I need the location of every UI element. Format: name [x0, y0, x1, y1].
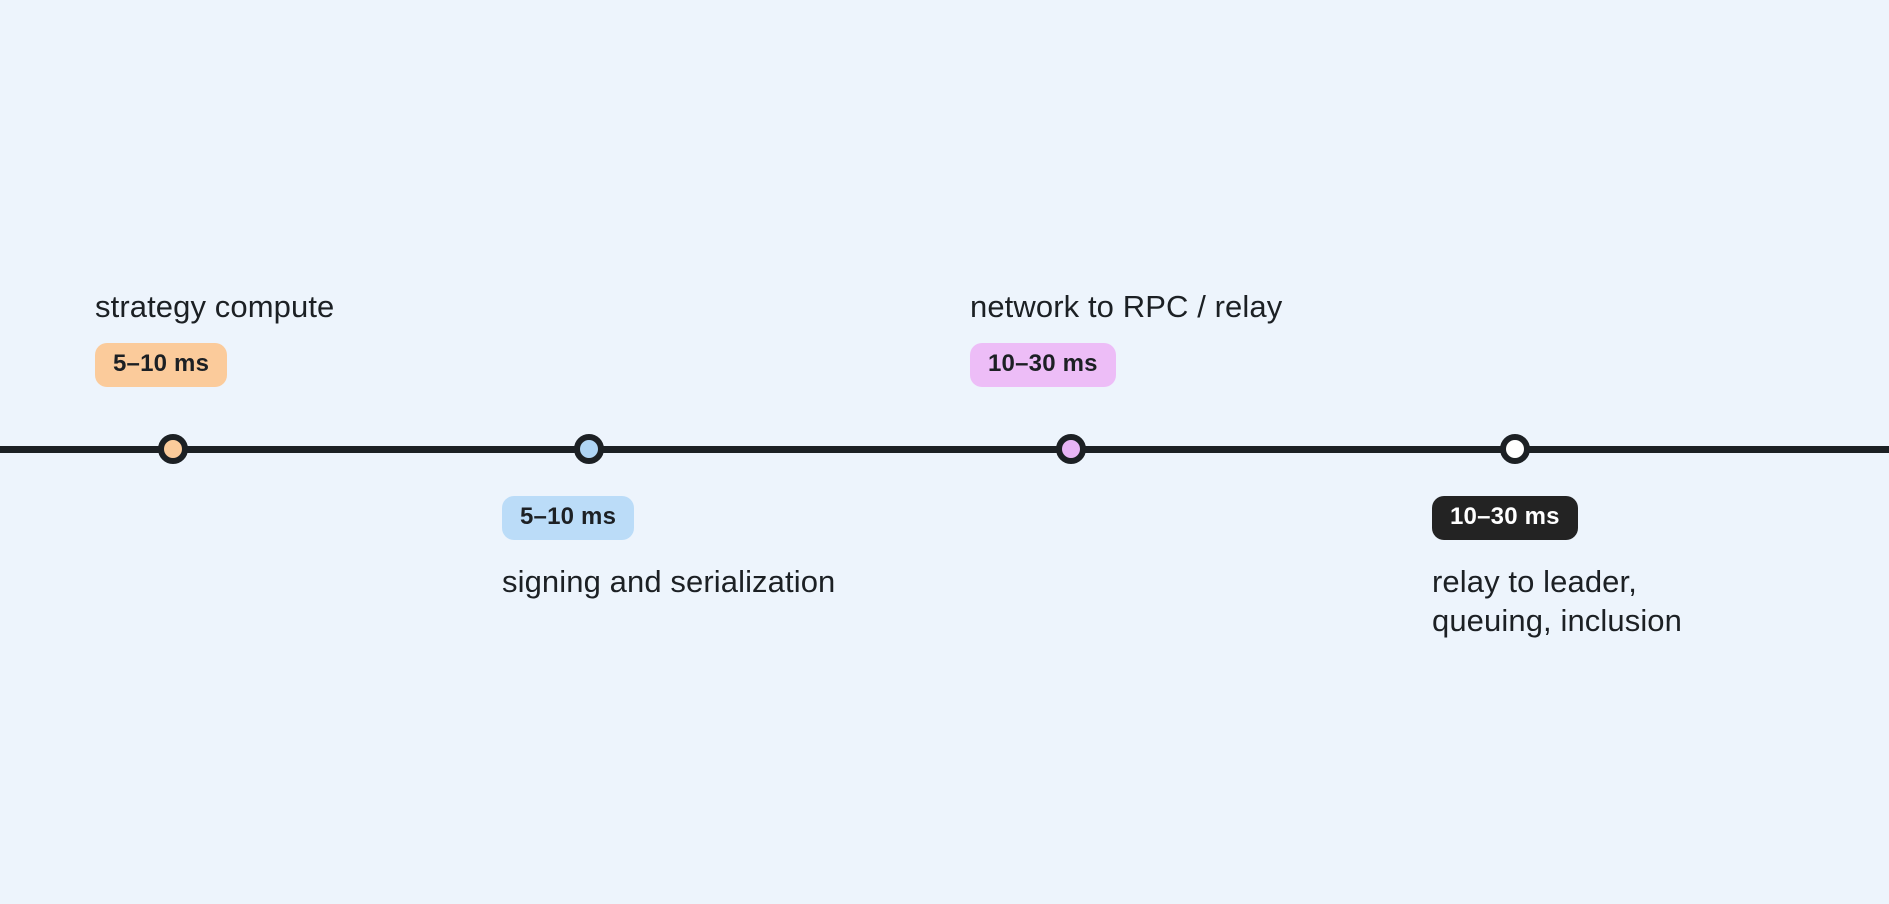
timeline-stage-strategy-compute: strategy compute 5–10 ms	[95, 287, 335, 388]
timeline-node-relay-to-leader[interactable]	[1500, 434, 1530, 464]
timeline-stage-network-rpc-relay: network to RPC / relay 10–30 ms	[970, 287, 1283, 388]
timeline-node-strategy-compute[interactable]	[158, 434, 188, 464]
timeline-stage-signing-serialization: 5–10 ms signing and serialization	[502, 496, 835, 601]
stage-duration-badge: 5–10 ms	[95, 343, 228, 388]
timeline-node-network-rpc-relay[interactable]	[1056, 434, 1086, 464]
stage-duration-badge: 10–30 ms	[1432, 496, 1578, 540]
timeline-axis	[0, 446, 1889, 453]
timeline-node-signing-serialization[interactable]	[574, 434, 604, 464]
stage-label: signing and serialization	[502, 564, 836, 599]
stage-label: relay to leader, queuing, inclusion	[1432, 564, 1682, 639]
stage-duration-badge: 5–10 ms	[502, 496, 635, 540]
stage-label: network to RPC / relay	[970, 289, 1283, 324]
stage-label: strategy compute	[95, 289, 335, 324]
stage-duration-badge: 10–30 ms	[970, 343, 1116, 388]
timeline-stage-relay-to-leader: 10–30 ms relay to leader, queuing, inclu…	[1432, 496, 1682, 640]
